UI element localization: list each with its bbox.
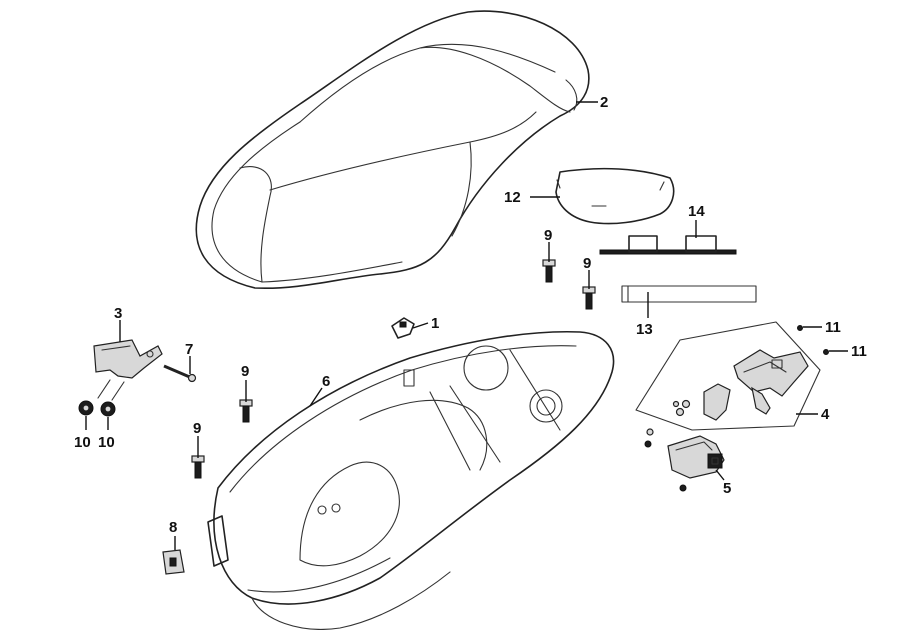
callout-6: 6: [322, 373, 330, 390]
bolt-7: [163, 364, 197, 383]
screws-9: [191, 259, 596, 479]
tube-13: [621, 285, 757, 303]
plate-12: [555, 167, 675, 225]
nut-plate-8: [162, 549, 185, 575]
callout-5: 5: [723, 480, 731, 497]
clip-1: [391, 317, 415, 339]
actuator-5: [644, 428, 725, 492]
callout-10-a: 10: [74, 434, 91, 451]
callout-3: 3: [114, 305, 122, 322]
lock-kit-4: [635, 321, 821, 431]
nuts-10: [78, 400, 116, 417]
callout-11-b: 11: [851, 343, 867, 360]
callout-7: 7: [185, 341, 193, 358]
seat: [195, 10, 590, 290]
callout-1: 1: [431, 315, 439, 332]
callout-labels: 1 2 3 4 5 6 7 8 9 9 9 9 10 10 11 11 12 1…: [74, 94, 867, 536]
bracket-14: [599, 235, 737, 255]
callout-9-c: 9: [241, 363, 249, 380]
leader-lines: [85, 101, 848, 550]
bracket-3: [93, 339, 163, 401]
callout-10-b: 10: [98, 434, 115, 451]
callout-9-b: 9: [583, 255, 591, 272]
callout-8: 8: [169, 519, 177, 536]
screws-11: [797, 325, 829, 355]
callout-9-a: 9: [544, 227, 552, 244]
callout-11-a: 11: [825, 319, 841, 336]
storage-box: [207, 330, 615, 630]
callout-2: 2: [600, 94, 608, 111]
callout-14: 14: [688, 203, 705, 220]
callout-9-d: 9: [193, 420, 201, 437]
callout-12: 12: [504, 189, 521, 206]
callout-13: 13: [636, 321, 653, 338]
callout-4: 4: [821, 406, 830, 423]
